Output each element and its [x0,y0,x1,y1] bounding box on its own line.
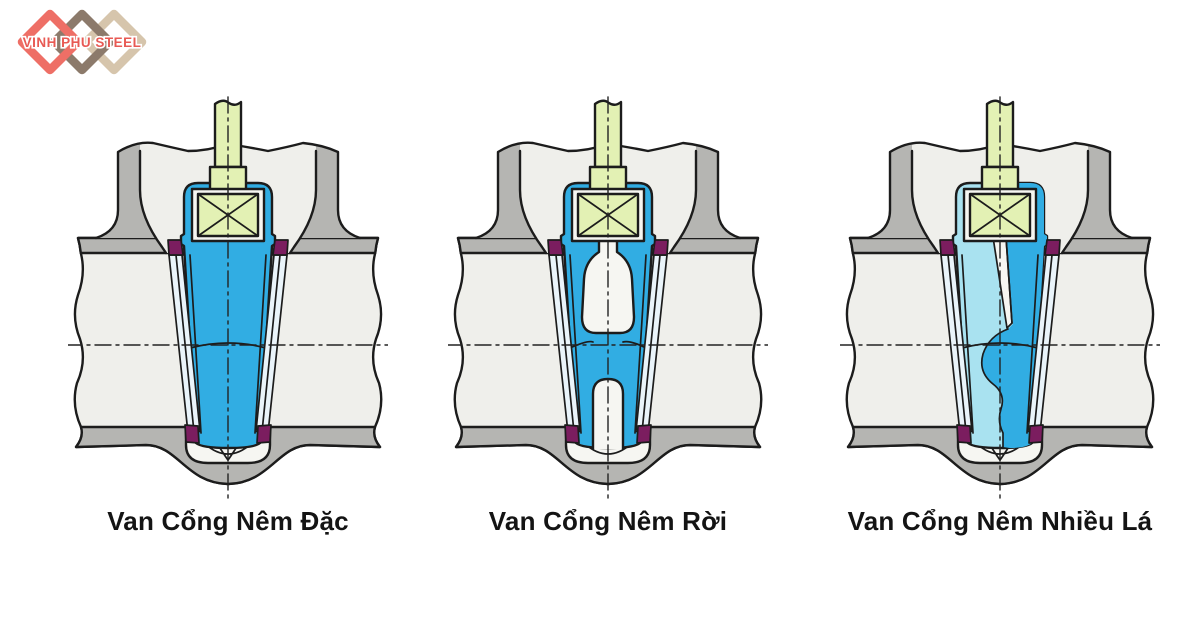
interlocked-diamonds-icon: VINH PHU STEEL [17,9,147,75]
seat-right-line [1033,254,1053,433]
seat-right-line [641,254,661,433]
seat-ring-bottom-right [636,424,652,444]
caption-split-wedge: Van Cổng Nêm Rời [488,506,728,536]
seat-ring-bottom-left [184,424,200,444]
logo-diamond-coral [17,9,83,75]
seat-ring-bottom-right [256,424,272,444]
seat-ring-top-right [1044,239,1061,256]
seat-left-line [175,254,195,433]
seat-left-line [947,254,967,433]
wedge-bevel-lines [569,254,647,434]
wedge-lower-slot-fill [593,379,623,449]
seat-ring-top-left [939,239,956,256]
bonnet-inner-walls [518,149,698,255]
bonnet-inner-walls [910,149,1090,255]
seat-ring-bottom-left [956,424,972,444]
brand-text: VINH PHU STEEL [23,35,142,50]
figure-solid-wedge [68,95,388,500]
seat-ring-top-right [652,239,669,256]
bonnet-inner-walls [138,149,318,255]
wedge-bevel-lines [961,254,1039,434]
wedge-centerline-arc [569,340,647,349]
wedge-bevel-lines [189,254,267,434]
caption-solid-wedge: Van Cổng Nêm Đặc [107,506,349,536]
figure-flexible-wedge [840,95,1160,500]
figure-split-wedge [448,95,768,500]
brand-logo: VINH PHU STEEL [8,4,148,82]
seat-ring-bottom-left [564,424,580,444]
seat-left-line [555,254,575,433]
seat-ring-bottom-right [1028,424,1044,444]
caption-flexible-wedge: Van Cổng Nêm Nhiều Lá [847,506,1153,536]
seat-right-line [261,254,281,433]
seat-ring-top-left [167,239,184,256]
seat-ring-top-left [547,239,564,256]
seat-ring-top-right [272,239,289,256]
